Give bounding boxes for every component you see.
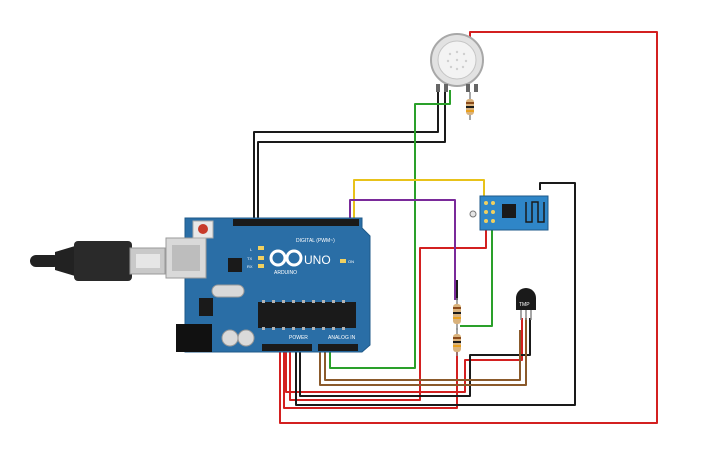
voltage-regulator <box>199 298 213 316</box>
arduino-uno-board[interactable]: ARDUINO UNO DIGITAL (PWM~) POWER ANALOG … <box>165 217 371 360</box>
wire-brown-2[interactable] <box>324 330 521 381</box>
wire-green-gas-signal[interactable] <box>329 90 451 369</box>
capacitor-1 <box>221 329 239 347</box>
wires <box>253 31 658 424</box>
analog-label: ANALOG IN <box>328 335 356 341</box>
wire-brown-tmp[interactable] <box>319 318 527 386</box>
resistor-1[interactable] <box>453 298 461 330</box>
wire-red-gas-sensor[interactable] <box>279 31 658 424</box>
led-on-label: ON <box>348 259 354 264</box>
usb-cable[interactable] <box>30 241 166 281</box>
power-jack <box>176 324 212 352</box>
usb-chip <box>228 258 242 272</box>
wire-green-esp[interactable] <box>460 230 493 327</box>
reset-button[interactable] <box>192 220 214 239</box>
led-rx <box>258 264 264 268</box>
model-label: UNO <box>304 253 331 267</box>
wire-black-gas-sensor-1[interactable] <box>253 90 439 220</box>
led-tx-label: TX <box>247 256 252 261</box>
arduino-logo-icon <box>269 249 303 267</box>
temp-sensor-label: TMP <box>519 302 530 308</box>
power-header[interactable] <box>262 344 312 351</box>
led-l <box>258 246 264 250</box>
crystal-oscillator <box>211 284 245 298</box>
digital-header[interactable] <box>233 219 359 226</box>
wire-red-tmp[interactable] <box>285 318 523 393</box>
wire-black-esp[interactable] <box>295 182 576 406</box>
wire-purple[interactable] <box>349 199 456 300</box>
wire-black-tmp[interactable] <box>299 318 531 397</box>
atmega-chip <box>258 302 356 328</box>
power-label: POWER <box>289 335 308 341</box>
led-l-label: L <box>250 247 253 252</box>
resistor-gas-sensor[interactable] <box>466 92 474 120</box>
digital-header-label: DIGITAL (PWM~) <box>296 238 335 244</box>
wire-yellow[interactable] <box>353 179 485 228</box>
esp8266-module[interactable] <box>469 195 549 231</box>
capacitor-2 <box>237 329 255 347</box>
led-rx-label: RX <box>247 264 253 269</box>
brand-label: ARDUINO <box>274 270 297 276</box>
led-on <box>340 259 346 263</box>
temperature-sensor[interactable]: TMP <box>516 288 536 320</box>
gas-sensor[interactable] <box>430 33 484 92</box>
led-tx <box>258 256 264 260</box>
resistor-2[interactable] <box>453 328 461 356</box>
wire-black-gas-sensor-2[interactable] <box>257 90 446 220</box>
analog-header[interactable] <box>318 344 358 351</box>
